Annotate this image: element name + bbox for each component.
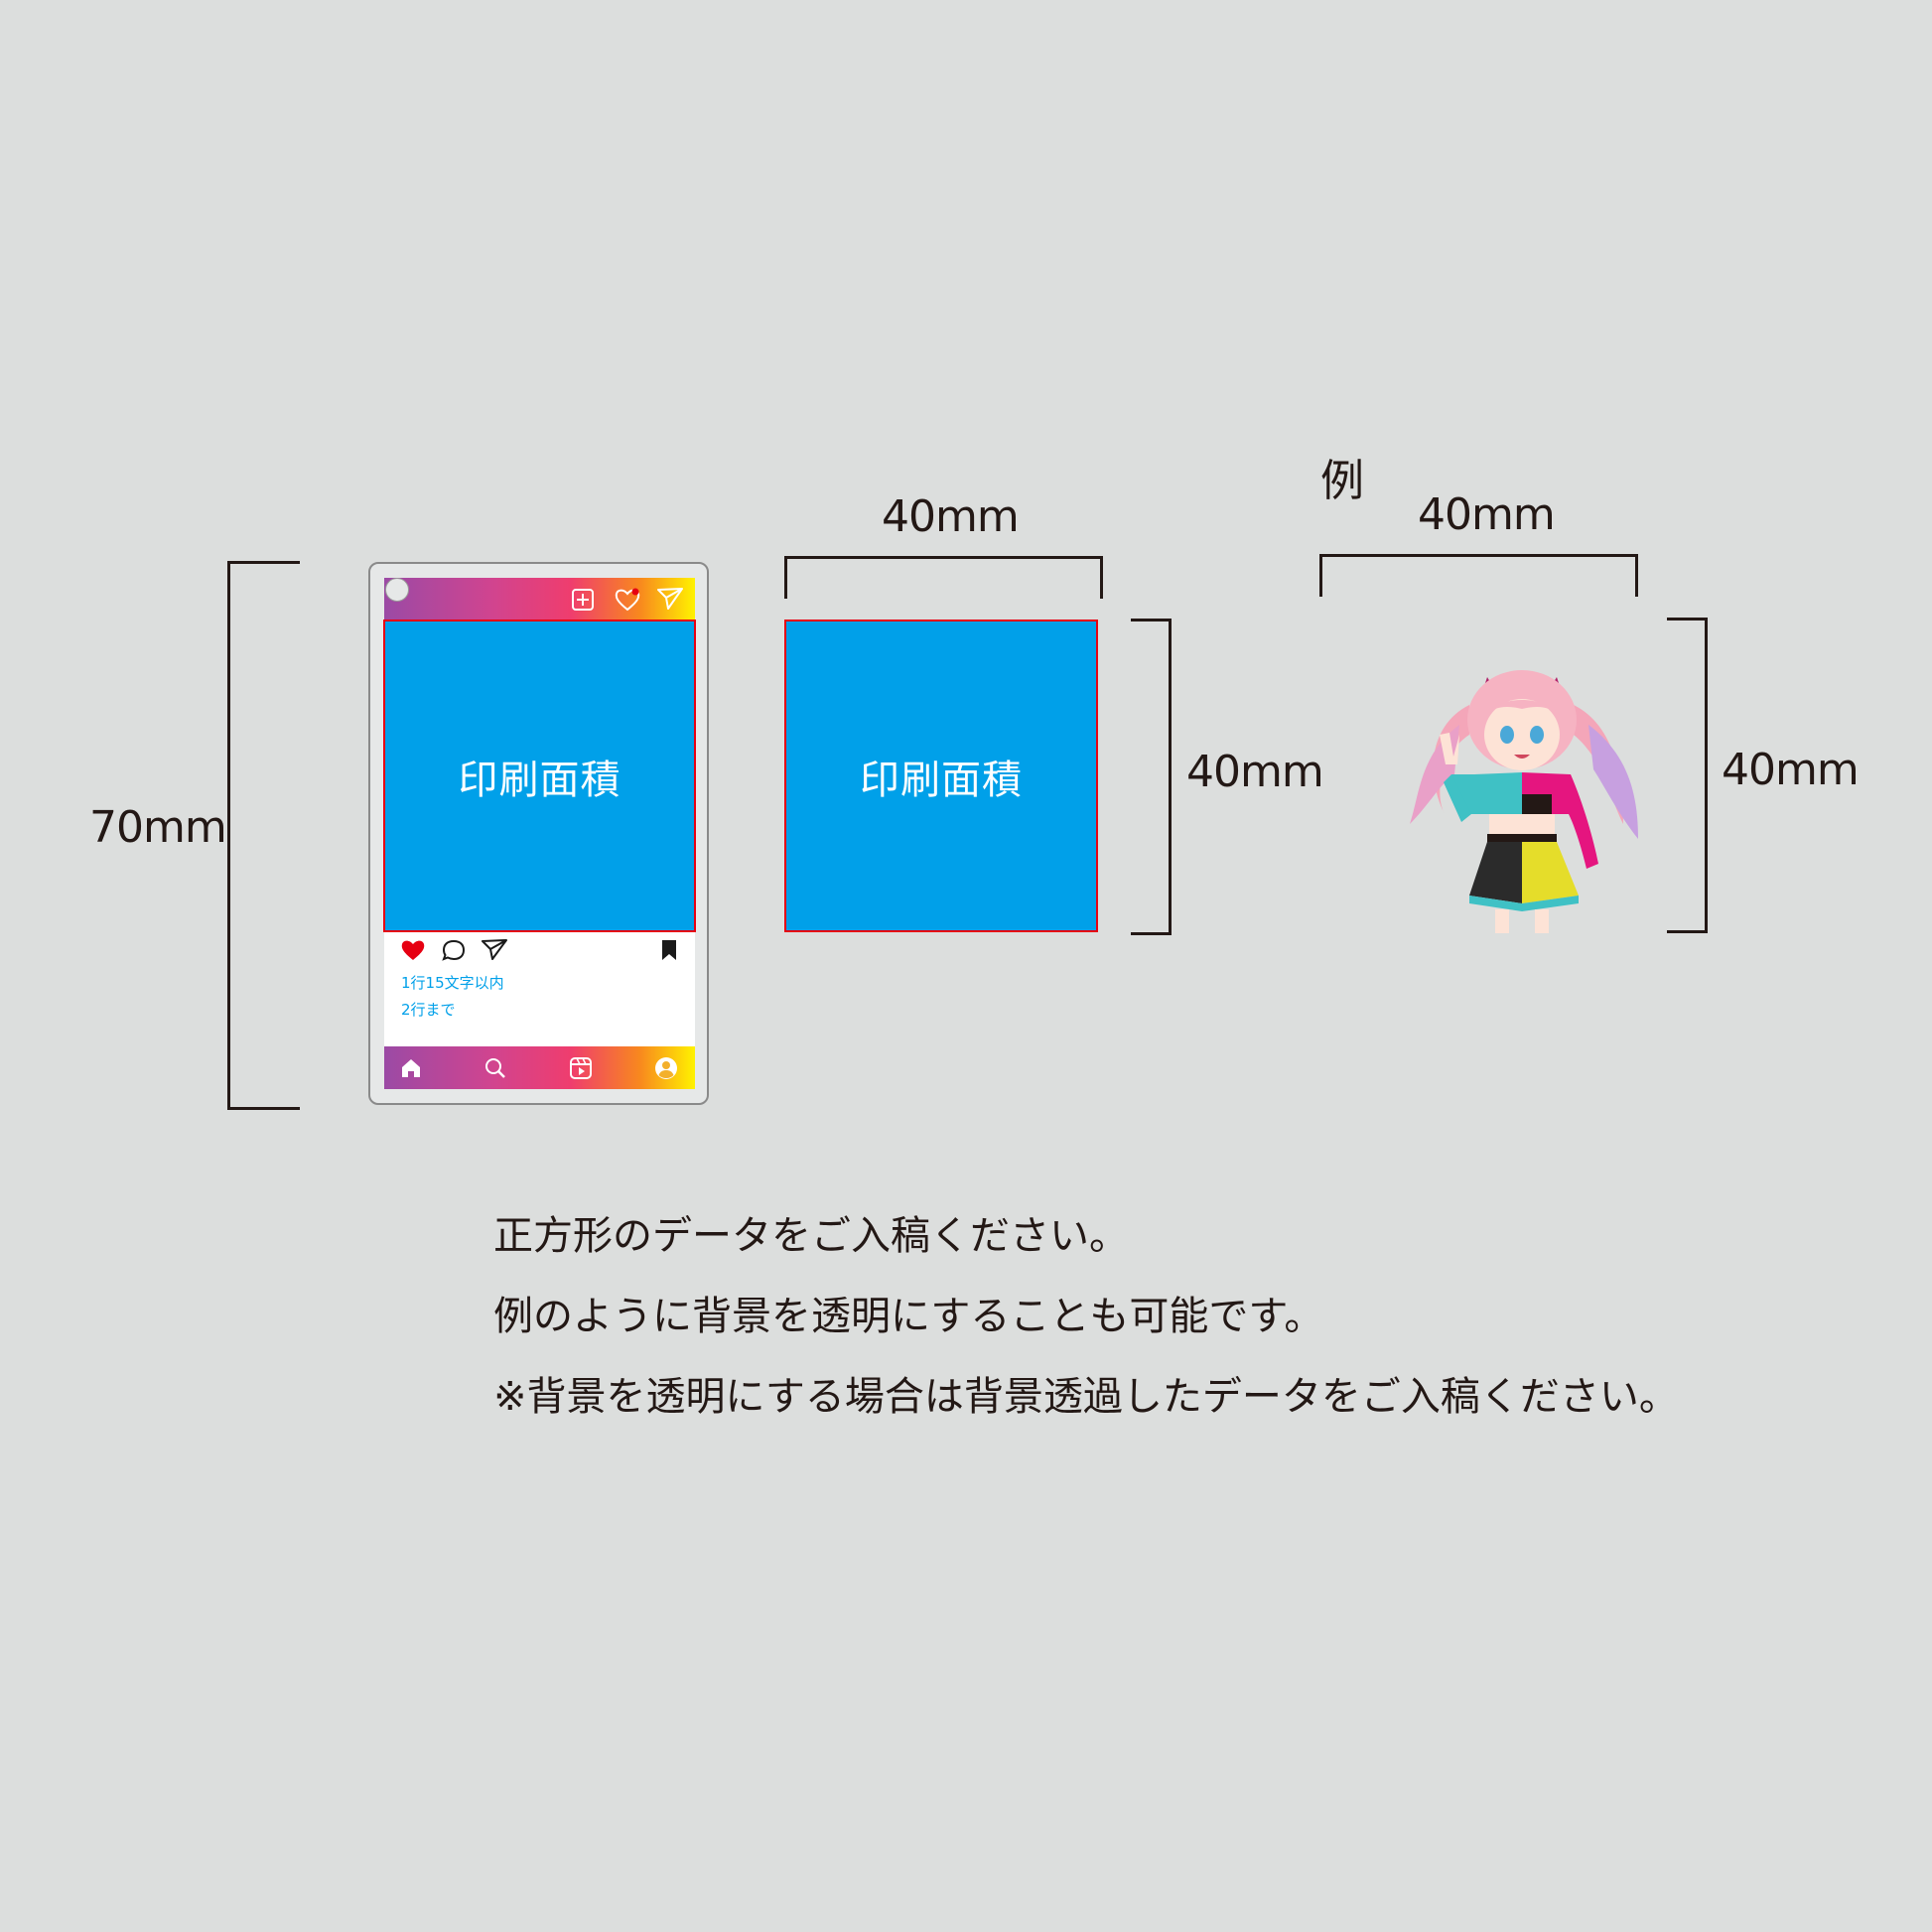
note-line-2: 例のように背景を透明にすることも可能です。: [493, 1294, 1324, 1339]
home-icon: [402, 1059, 420, 1077]
card-bottom-bar: [384, 1046, 695, 1089]
square-print-area-label: 印刷面積: [860, 757, 1023, 803]
example-width-bracket: [1319, 554, 1638, 597]
square-print-area: 印刷面積: [784, 620, 1098, 932]
height-label-70mm: 70mm: [89, 802, 227, 853]
example-label: 例: [1320, 456, 1364, 506]
profile-icon: [655, 1057, 677, 1079]
card-print-area-label: 印刷面積: [458, 757, 621, 803]
caption-line-2: 2行まで: [401, 1001, 456, 1019]
note-line-1: 正方形のデータをご入稿ください。: [493, 1213, 1129, 1259]
card-caption-area: [384, 930, 695, 1046]
example-height-bracket: [1667, 618, 1708, 933]
caption-line-1: 1行15文字以内: [401, 974, 504, 992]
bookmark-icon: [662, 940, 676, 960]
heart-filled-icon: [401, 940, 425, 960]
example-height-label: 40mm: [1722, 745, 1860, 795]
height-label-40mm: 40mm: [1186, 747, 1324, 797]
search-icon: [485, 1058, 505, 1078]
width-bracket-40mm: [784, 556, 1103, 599]
example-width-label: 40mm: [1418, 489, 1556, 540]
keychain-hole: [385, 578, 409, 602]
note-line-3: ※背景を透明にする場合は背景透過したデータをご入稿ください。: [493, 1374, 1679, 1420]
character-illustration: [1410, 670, 1638, 933]
reels-icon: [570, 1057, 592, 1079]
send-icon: [657, 588, 683, 610]
plus-square-icon: [572, 589, 594, 611]
height-bracket-70mm: [227, 561, 300, 1110]
comment-icon: [442, 939, 466, 961]
height-bracket-40mm: [1131, 619, 1172, 935]
heart-outline-icon: [615, 588, 640, 612]
card-top-bar: [384, 578, 695, 621]
card-print-area: 印刷面積: [383, 620, 696, 932]
width-label-40mm: 40mm: [882, 491, 1020, 542]
send-icon: [482, 939, 507, 960]
